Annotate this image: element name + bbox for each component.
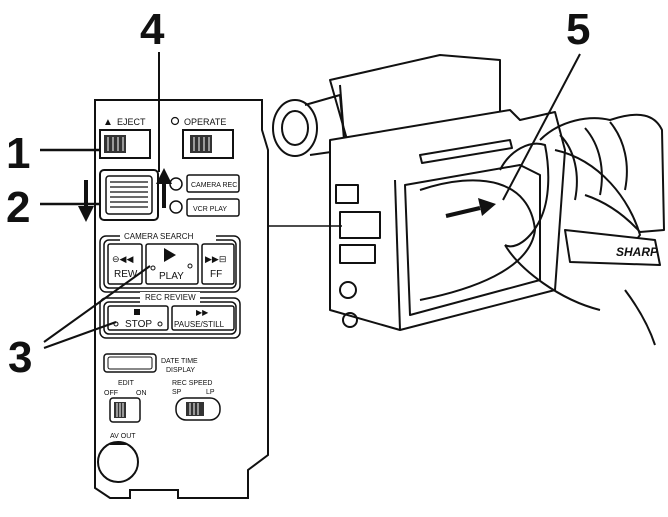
rew-label: REW: [114, 269, 138, 280]
stop-label: STOP: [125, 319, 152, 330]
rec-speed-label: REC SPEED: [172, 380, 212, 387]
callout-1-number: 1: [6, 129, 30, 178]
callout-5: 5: [502, 5, 590, 201]
brand-label: SHARP: [616, 245, 659, 259]
svg-text:▲: ▲: [103, 117, 113, 128]
edit-label: EDIT: [118, 380, 135, 387]
eject-switch[interactable]: ▲ EJECT: [99, 117, 151, 159]
vcr-play-indicator: VCR PLAY: [169, 198, 240, 217]
av-out-label: AV OUT: [110, 433, 136, 440]
callout-2: 2: [6, 180, 100, 232]
callout-4-number: 4: [140, 5, 165, 54]
brand-strap: SHARP: [616, 245, 659, 259]
camera-search-label: CAMERA SEARCH: [124, 232, 194, 241]
rec-speed-switch[interactable]: REC SPEED SP LP: [172, 380, 221, 421]
camera-rec-indicator: CAMERA REC: [169, 174, 240, 193]
eject-label: EJECT: [117, 117, 146, 127]
edit-on-label: ON: [136, 390, 147, 397]
av-out-jack[interactable]: AV OUT: [97, 433, 139, 483]
callout-3: 3: [8, 265, 151, 382]
arrow-down-icon: [78, 206, 94, 222]
camcorder-illustration: [272, 54, 665, 346]
arrow-up-icon: [156, 168, 172, 184]
svg-text:▶▶⊟: ▶▶⊟: [205, 254, 226, 264]
vcr-play-label: VCR PLAY: [193, 206, 227, 213]
rec-review-label: REC REVIEW: [145, 293, 196, 302]
camera-rec-label: CAMERA REC: [191, 182, 237, 189]
callout-5-number: 5: [566, 5, 590, 54]
play-button[interactable]: PLAY: [145, 243, 199, 285]
callout-4: 4: [140, 5, 172, 208]
rec-speed-lp-label: LP: [206, 389, 215, 396]
push-arrow: [445, 198, 496, 218]
date-time-label: DATE TIME: [161, 358, 198, 365]
svg-text:▶▶: ▶▶: [196, 308, 209, 317]
ff-button[interactable]: ▶▶⊟ FF: [201, 243, 235, 285]
edit-off-label: OFF: [104, 390, 118, 397]
play-label: PLAY: [159, 271, 184, 282]
callout-3-number: 3: [8, 333, 32, 382]
callout-2-number: 2: [6, 183, 30, 232]
control-panel: [94, 99, 269, 499]
play-icon: [164, 248, 176, 262]
operate-label: OPERATE: [184, 117, 226, 127]
rew-button[interactable]: ⊖◀◀ REW: [107, 243, 143, 285]
svg-text:⊖◀◀: ⊖◀◀: [112, 254, 133, 264]
mode-select-dial[interactable]: [99, 169, 159, 221]
edit-switch[interactable]: EDIT OFF ON: [104, 380, 147, 423]
callout-1: 1: [6, 129, 100, 178]
date-time-display-button[interactable]: DATE TIME DISPLAY: [103, 353, 198, 374]
operate-switch[interactable]: OPERATE: [170, 116, 234, 159]
display-label: DISPLAY: [166, 367, 195, 374]
ff-label: FF: [210, 269, 222, 280]
stop-button[interactable]: STOP: [107, 305, 169, 331]
pause-still-button[interactable]: ▶▶ PAUSE/STILL: [171, 305, 235, 331]
stop-icon: [134, 309, 140, 315]
pause-still-label: PAUSE/STILL: [174, 320, 225, 329]
rec-speed-sp-label: SP: [172, 389, 182, 396]
